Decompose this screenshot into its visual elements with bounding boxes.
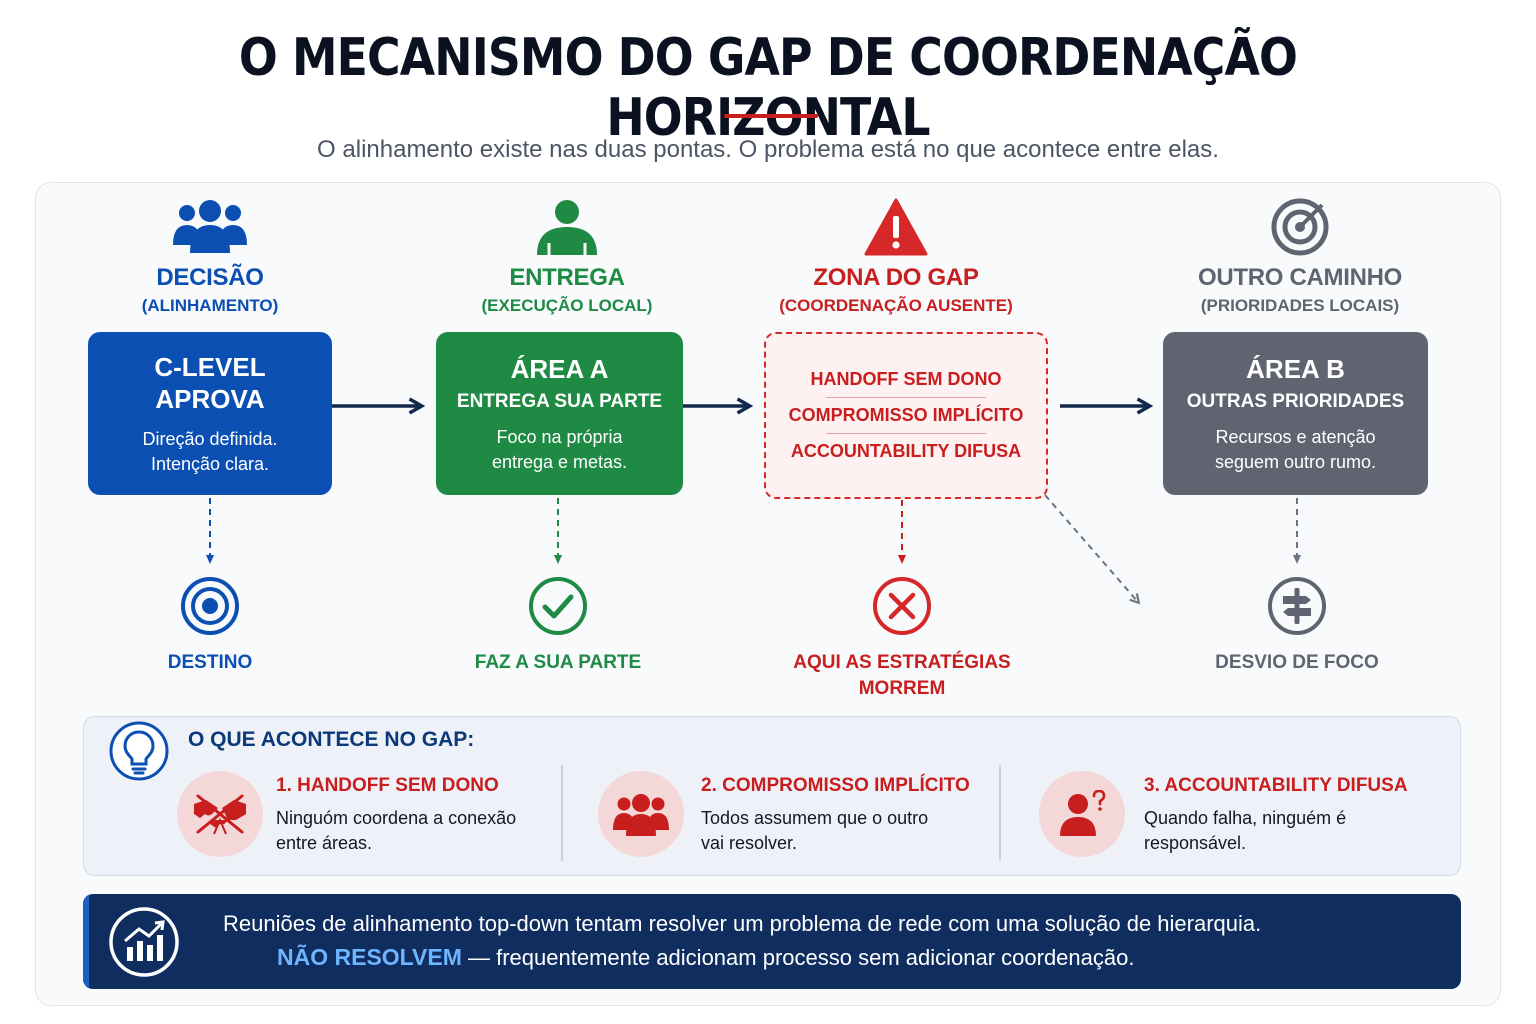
banner-line-2: NÃO RESOLVEM — frequentemente adicionam … <box>277 944 1134 971</box>
gap-item-desc-line: vai resolver. <box>701 833 798 853</box>
outcome-label-line: MORREM <box>858 678 946 699</box>
gap-item-heading: 2. COMPROMISSO IMPLÍCITO <box>701 775 970 796</box>
column-subheading: (COORDENAÇÃO AUSENTE) <box>779 296 1013 315</box>
gap-item: COMPROMISSO IMPLÍCITO <box>788 405 1024 425</box>
box-title: ÁREA B <box>1246 353 1345 384</box>
gap-item: HANDOFF SEM DONO <box>810 369 1002 389</box>
column-decisao: DECISÃO (ALINHAMENTO) <box>50 196 370 316</box>
gap-divider <box>826 397 986 398</box>
box-title: ÁREA A <box>510 353 609 384</box>
column-heading: ENTREGA <box>509 264 625 291</box>
gap-item-divider <box>999 765 1001 861</box>
bullseye-icon <box>1140 196 1460 258</box>
box-title: C-LEVEL <box>154 351 266 382</box>
growth-chart-icon <box>107 905 181 984</box>
person-icon <box>407 196 727 258</box>
box-gap-zone: HANDOFF SEM DONO COMPROMISSO IMPLÍCITO A… <box>764 332 1048 499</box>
gap-item-desc-line: Ninguóm coordena a conexão <box>276 808 517 828</box>
gap-divider <box>826 433 986 434</box>
gap-item: ACCOUNTABILITY DIFUSA <box>790 441 1022 461</box>
broken-handshake-icon <box>177 771 263 857</box>
gap-item-desc-line: Quando falha, ninguém é <box>1144 808 1347 828</box>
outcome-estrategias-morrem: AQUI AS ESTRATÉGIAS MORREM <box>752 574 1052 702</box>
box-desc: Foco na própria <box>496 426 623 447</box>
column-entrega: ENTREGA (EXECUÇÃO LOCAL) <box>407 196 727 316</box>
box-title: APROVA <box>155 383 265 414</box>
banner-highlight: NÃO RESOLVEM <box>277 944 462 970</box>
page-subtitle: O alinhamento existe nas duas pontas. O … <box>317 136 1219 163</box>
column-subheading: (EXECUÇÃO LOCAL) <box>481 296 653 315</box>
banner-accent-strip <box>83 894 89 989</box>
gap-item-desc: Quando falha, ninguém é responsável. <box>1144 806 1414 856</box>
gap-item-desc-line: entre áreas. <box>276 833 373 853</box>
outcome-label: AQUI AS ESTRATÉGIAS MORREM <box>752 650 1052 702</box>
gap-item-desc: Ninguóm coordena a conexão entre áreas. <box>276 806 546 856</box>
column-zona-do-gap: ZONA DO GAP (COORDENAÇÃO AUSENTE) <box>736 196 1056 316</box>
outcome-label: DESVIO DE FOCO <box>1215 652 1379 673</box>
banner-line-1: Reuniões de alinhamento top-down tentam … <box>223 911 1262 936</box>
banner-line-2-rest: — frequentemente adicionam processo sem … <box>461 945 1135 970</box>
outcome-label: DESTINO <box>167 652 253 673</box>
signpost-icon <box>1147 574 1447 638</box>
column-subheading: (ALINHAMENTO) <box>141 296 279 315</box>
column-heading: OUTRO CAMINHO <box>1197 264 1403 291</box>
box-desc: seguem outro rumo. <box>1214 451 1377 472</box>
outcome-destino: DESTINO <box>60 574 360 676</box>
box-desc: Intenção clara. <box>150 453 270 474</box>
box-subtitle: ENTREGA SUA PARTE <box>456 390 663 412</box>
gap-item-desc-line: responsável. <box>1144 833 1247 853</box>
column-heading: ZONA DO GAP <box>813 264 979 291</box>
column-subheading: (PRIORIDADES LOCAIS) <box>1200 296 1400 315</box>
gap-item-desc-line: Todos assumem que o outro <box>701 808 929 828</box>
person-question-icon <box>1039 771 1125 857</box>
outcome-desvio-de-foco: DESVIO DE FOCO <box>1147 574 1447 676</box>
box-subtitle: OUTRAS PRIORIDADES <box>1186 390 1405 412</box>
gap-explanation-panel <box>83 716 1461 876</box>
gap-item-heading: 3. ACCOUNTABILITY DIFUSA <box>1144 775 1408 796</box>
box-desc: entrega e metas. <box>491 451 628 472</box>
outcome-label-line: AQUI AS ESTRATÉGIAS <box>793 652 1011 673</box>
box-desc: Direção definida. <box>142 428 278 449</box>
conclusion-banner: Reuniões de alinhamento top-down tentam … <box>83 894 1461 989</box>
column-outro-caminho: OUTRO CAMINHO (PRIORIDADES LOCAIS) <box>1140 196 1460 316</box>
gap-item-desc: Todos assumem que o outro vai resolver. <box>701 806 971 856</box>
column-heading: DECISÃO <box>156 264 264 291</box>
group-icon <box>598 771 684 857</box>
gap-item-divider <box>561 765 563 861</box>
warning-icon <box>736 196 1056 258</box>
lightbulb-icon <box>108 720 170 791</box>
box-area-b: ÁREA B OUTRAS PRIORIDADES Recursos e ate… <box>1163 332 1428 495</box>
vertical-arrows <box>206 494 1301 605</box>
title-underline <box>724 114 818 118</box>
check-circle-icon <box>408 574 708 638</box>
gap-section-title: O QUE ACONTECE NO GAP: <box>188 728 475 751</box>
team-icon <box>50 196 370 258</box>
gap-item-heading: 1. HANDOFF SEM DONO <box>276 775 499 796</box>
box-c-level: C-LEVEL APROVA Direção definida. Intençã… <box>88 332 332 495</box>
target-icon <box>60 574 360 638</box>
box-desc: Recursos e atenção <box>1215 426 1376 447</box>
box-area-a: ÁREA A ENTREGA SUA PARTE Foco na própria… <box>436 332 683 495</box>
outcome-faz-a-sua-parte: FAZ A SUA PARTE <box>408 574 708 676</box>
outcome-label: FAZ A SUA PARTE <box>474 652 642 673</box>
page-title: O MECANISMO DO GAP DE COORDENAÇÃO HORIZO… <box>238 28 1298 148</box>
x-circle-icon <box>752 574 1052 638</box>
